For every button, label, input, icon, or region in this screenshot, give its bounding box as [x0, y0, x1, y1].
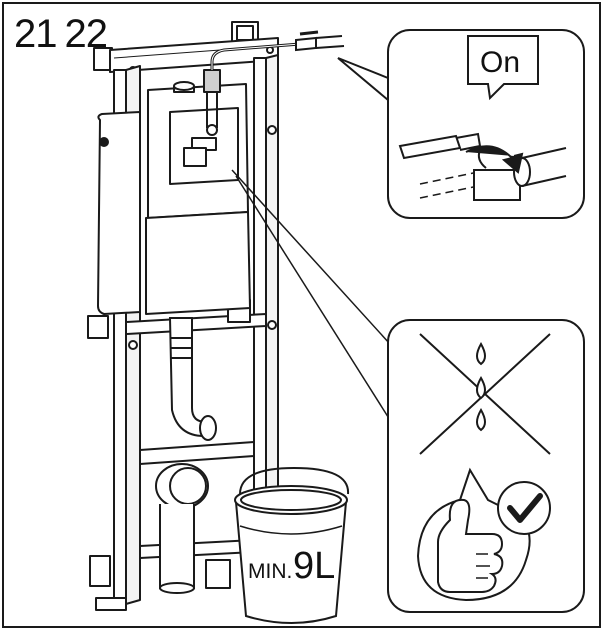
bucket-label-value: 9L — [293, 545, 335, 587]
bucket-rim — [234, 485, 348, 515]
water-drop-icon-2 — [476, 375, 486, 400]
water-drop-icon — [476, 341, 486, 366]
checkmark-circle — [497, 481, 551, 535]
rotate-arrow-icon — [465, 145, 524, 174]
bucket-handle — [239, 466, 350, 495]
bucket — [234, 466, 350, 624]
leak-check-callout — [387, 319, 585, 613]
cistern-lower — [145, 211, 251, 315]
mid-bracket-left — [87, 315, 109, 339]
on-label: On — [480, 46, 520, 79]
drain-stub — [159, 504, 195, 589]
valve-callout: On — [295, 29, 585, 219]
drain-pipe — [155, 317, 217, 594]
lower-crossbar — [139, 441, 255, 465]
bucket-label-prefix: MIN. — [248, 560, 292, 583]
left-foot — [95, 597, 127, 611]
right-foot-bracket — [205, 559, 231, 589]
water-drop-icon-3 — [476, 407, 486, 432]
on-bubble — [467, 35, 539, 101]
bottom-crossbar — [139, 539, 255, 559]
small-valve — [295, 36, 317, 52]
cistern-side-cap — [97, 111, 141, 315]
step-number-21: 21 — [14, 12, 57, 56]
cistern — [97, 42, 301, 315]
valve-lever — [398, 134, 462, 160]
thumbs-up-icon — [437, 498, 504, 593]
checkmark-icon — [507, 493, 543, 523]
zoom-lines — [231, 169, 391, 421]
valve-body — [473, 169, 521, 201]
supply-pipe-fitting — [203, 69, 221, 93]
left-foot-bracket — [89, 555, 111, 587]
